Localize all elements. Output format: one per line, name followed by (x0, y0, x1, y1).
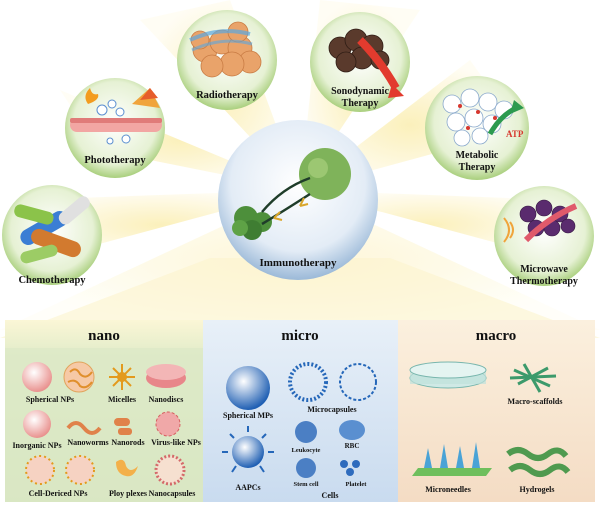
macro-item-1: Microneedles (425, 485, 471, 494)
nano-item-0: Spherical NPs (26, 395, 74, 404)
label-metabolic-1: Metabolic (456, 150, 499, 161)
micro-item-0: Spherical MPs (223, 411, 273, 420)
label-sonodynamic-1: Sonodynamic (331, 86, 389, 97)
nano-item-1: Micelles (108, 395, 136, 404)
nano-item-9: Nanocapsules (149, 489, 196, 498)
panel-nano: nano Spherical NPs Micelles Nanodiscs In… (5, 320, 203, 502)
label-chemotherapy: Chemotherapy (18, 275, 86, 286)
label-immunotherapy: Immunotherapy (259, 257, 337, 269)
nano-item-3: Inorganic NPs (12, 441, 61, 450)
panel-micro: micro Spherical MPs Microcapsules Leukoc… (203, 320, 398, 502)
bubble-radiotherapy: Radiotherapy (177, 10, 277, 110)
center-immunotherapy: Immunotherapy (218, 120, 378, 280)
label-microwave-2: Thermotherapy (510, 276, 578, 287)
nano-item-7: Cell-Dericed NPs (29, 489, 88, 498)
nano-item-6: Virus-like NPs (151, 438, 201, 447)
micro-item-5: Stem cell (293, 481, 318, 488)
nano-item-4: Nanoworms (67, 438, 108, 447)
panel-macro: macro Macro-scaffolds Microneedles Hydro… (398, 320, 595, 502)
title-macro: macro (476, 328, 517, 344)
micro-item-3: RBC (345, 442, 360, 450)
nano-item-2: Nanodiscs (149, 395, 184, 404)
label-microwave-1: Microwave (520, 264, 568, 275)
title-micro: micro (281, 328, 318, 344)
bubble-microwave: Microwave Thermotherapy (494, 186, 594, 287)
bubble-sonodynamic: Sonodynamic Therapy (310, 12, 410, 112)
label-sonodynamic-2: Therapy (342, 98, 379, 109)
atp-tag: ATP (506, 129, 524, 139)
micro-item-6: Platelet (346, 481, 368, 488)
nano-item-5: Nanorods (111, 438, 144, 447)
macro-item-2: Hydrogels (520, 485, 555, 494)
micro-item-4: AAPCs (235, 483, 260, 492)
micro-item-7: Cells (322, 491, 339, 500)
nano-item-8: Ploy plexes (109, 489, 147, 498)
bubble-phototherapy: Phototherapy (65, 78, 165, 178)
funnel-shape (0, 258, 600, 338)
bubble-chemotherapy: Chemotherapy (2, 185, 102, 286)
micro-item-2: Leukocyte (292, 447, 321, 454)
macro-item-0: Macro-scaffolds (508, 397, 563, 406)
label-phototherapy: Phototherapy (84, 155, 146, 166)
title-nano: nano (88, 328, 120, 344)
micro-item-1: Microcapsules (307, 405, 356, 414)
bubble-metabolic: ATP Metabolic Therapy (425, 76, 529, 180)
label-radiotherapy: Radiotherapy (196, 90, 259, 101)
label-metabolic-2: Therapy (459, 162, 496, 173)
